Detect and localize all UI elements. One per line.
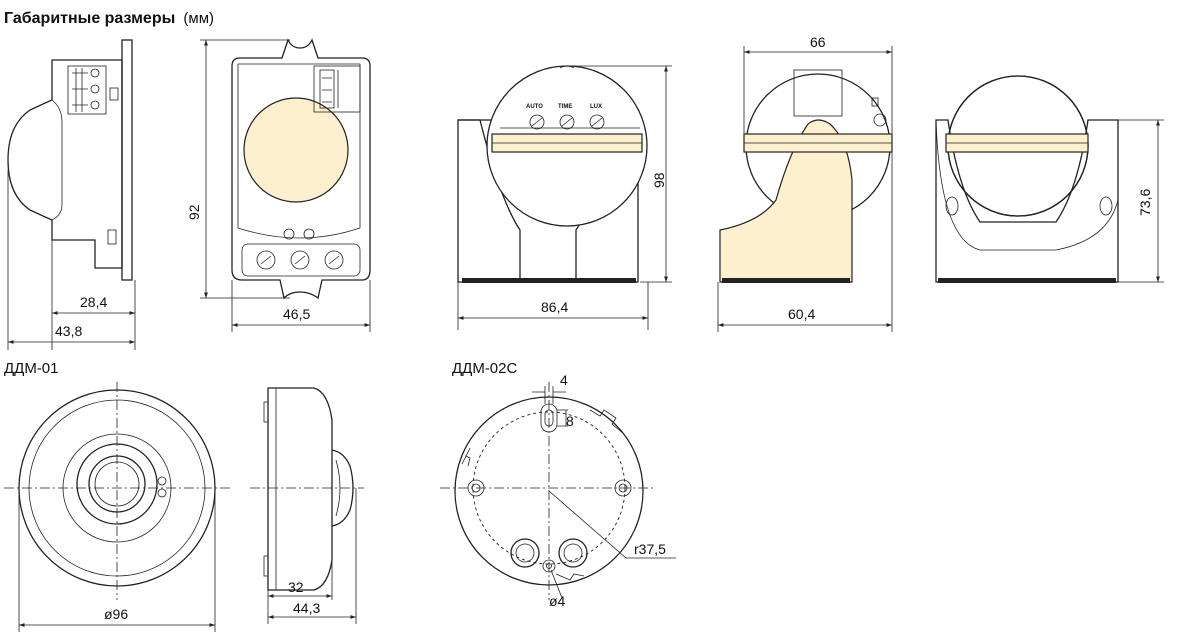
label-lux: LUX bbox=[590, 104, 602, 110]
dim-4: 4 bbox=[560, 372, 568, 388]
ddm01-side-view bbox=[7, 39, 136, 350]
ddm01-round-top-view bbox=[4, 382, 232, 632]
drawing-title: Габаритные размеры (мм) bbox=[4, 10, 214, 27]
dim-8: 8 bbox=[566, 413, 574, 429]
label-auto: AUTO bbox=[526, 104, 543, 110]
dim-66: 66 bbox=[810, 34, 826, 50]
title-unit: (мм) bbox=[183, 10, 214, 27]
dim-98: 98 bbox=[651, 172, 667, 188]
dim-96: ø96 bbox=[104, 606, 128, 622]
label-time: TIME bbox=[558, 104, 572, 110]
ddm02c-base-view bbox=[440, 382, 676, 600]
dim-46-5: 46,5 bbox=[283, 306, 310, 322]
dim-32: 32 bbox=[288, 579, 304, 595]
dim-43-8: 43,8 bbox=[55, 323, 82, 339]
dim-hole-4: ø4 bbox=[549, 593, 566, 609]
model-label-ddm01: ДДМ-01 bbox=[4, 360, 59, 377]
ddm02c-side-view bbox=[717, 46, 893, 332]
dim-44-3: 44,3 bbox=[293, 600, 320, 616]
dim-28-4: 28,4 bbox=[80, 294, 107, 310]
ddm02c-back-view bbox=[935, 75, 1164, 283]
model-label-ddm02c: ДДМ-02С bbox=[452, 360, 517, 377]
ddm01-round-side-view bbox=[250, 387, 364, 624]
ddm01-front-view bbox=[200, 38, 371, 332]
title-bold: Габаритные размеры bbox=[4, 10, 175, 27]
ddm02c-front-view bbox=[457, 65, 672, 330]
dim-60-4: 60,4 bbox=[788, 306, 815, 322]
dim-r37-5: r37,5 bbox=[634, 541, 666, 557]
dim-73-6: 73,6 bbox=[1137, 189, 1153, 216]
dim-86-4: 86,4 bbox=[541, 299, 568, 315]
dim-92: 92 bbox=[186, 204, 202, 220]
